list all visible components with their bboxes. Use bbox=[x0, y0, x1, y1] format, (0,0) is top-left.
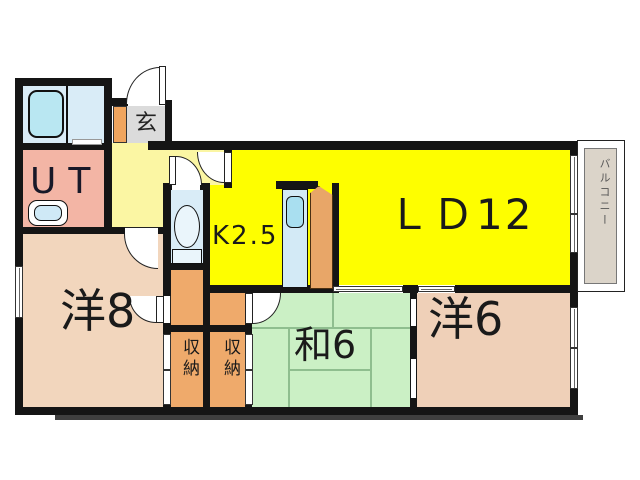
japanese6-floor bbox=[252, 293, 410, 407]
japanese6-west6-opening bbox=[411, 359, 416, 398]
wall bbox=[163, 325, 252, 332]
storage-left-doors bbox=[163, 334, 171, 405]
western8-label: 洋8 bbox=[60, 284, 136, 338]
wall bbox=[203, 183, 210, 273]
wall bbox=[163, 183, 172, 190]
wall bbox=[104, 78, 112, 234]
tatami-line bbox=[252, 327, 410, 329]
closet-upper-left bbox=[170, 270, 203, 325]
western8-window bbox=[15, 266, 23, 318]
balcony-floor bbox=[584, 148, 617, 284]
wall bbox=[203, 263, 210, 408]
wall bbox=[570, 141, 578, 415]
wall-kitchen-nook-side bbox=[332, 183, 339, 293]
wall-shadow bbox=[55, 415, 583, 420]
ld-western6-sliding-door bbox=[418, 286, 455, 292]
entrance-tile bbox=[127, 106, 165, 143]
storage-right-label: 収納 bbox=[220, 338, 240, 380]
closet-ul-door-leaf bbox=[156, 296, 164, 323]
bathtub bbox=[28, 90, 64, 138]
japanese6-label: 和6 bbox=[294, 323, 357, 367]
entrance-label: 玄 bbox=[135, 111, 158, 136]
wall bbox=[15, 227, 125, 234]
ld-japanese6-sliding-door bbox=[333, 286, 403, 292]
wall-kitchen-nook-top bbox=[276, 181, 318, 189]
wall bbox=[165, 100, 172, 150]
tatami-line bbox=[370, 327, 372, 407]
western6-floor bbox=[417, 293, 570, 407]
storage-right-doors bbox=[245, 334, 253, 405]
japanese6-west6-opening bbox=[411, 299, 416, 326]
hallway-floor-a bbox=[112, 143, 164, 227]
wall bbox=[148, 141, 578, 150]
wall bbox=[112, 98, 128, 106]
closet-upper-right bbox=[210, 293, 245, 325]
wall bbox=[163, 263, 210, 270]
kitchen-sink bbox=[286, 196, 304, 228]
kitchen-floor-west bbox=[210, 185, 224, 285]
closet-ur-door-leaf bbox=[245, 293, 253, 324]
utility-label: UT bbox=[30, 161, 103, 202]
closet-ul-door-gap bbox=[163, 296, 171, 323]
wall bbox=[15, 407, 578, 415]
entrance-door-leaf bbox=[159, 66, 166, 105]
wall bbox=[158, 227, 171, 234]
toilet-bowl bbox=[174, 205, 200, 248]
tatami-line bbox=[332, 293, 334, 327]
wall bbox=[15, 78, 112, 86]
toilet-tank bbox=[172, 249, 202, 264]
kitchen-label: K2.5 bbox=[212, 221, 279, 251]
balcony-label: バルコニー bbox=[598, 158, 611, 228]
refrigerator-panel bbox=[310, 186, 333, 289]
tatami-line bbox=[288, 369, 370, 371]
western6-window bbox=[570, 307, 578, 389]
wall bbox=[410, 285, 417, 410]
bathroom-divider bbox=[66, 86, 68, 143]
entrance-door-arc bbox=[126, 67, 160, 104]
wall bbox=[15, 143, 112, 150]
wall bbox=[455, 285, 578, 293]
shoe-cabinet bbox=[113, 106, 127, 143]
tatami-line bbox=[288, 327, 290, 407]
balcony-window bbox=[570, 155, 578, 253]
western6-label: 洋6 bbox=[428, 292, 504, 346]
wash-basin-bowl bbox=[34, 205, 62, 221]
wall bbox=[15, 78, 23, 415]
toilet-door-leaf bbox=[169, 156, 176, 185]
storage-left-floor bbox=[170, 332, 203, 407]
living-dining-label: ＬＤ12 bbox=[388, 190, 534, 239]
storage-right-floor bbox=[210, 332, 245, 407]
storage-left-label: 収納 bbox=[179, 338, 199, 380]
bathroom-threshold bbox=[72, 139, 102, 145]
ldk-door-leaf bbox=[224, 152, 232, 183]
ldk-floor bbox=[224, 150, 570, 285]
wall bbox=[203, 285, 333, 293]
